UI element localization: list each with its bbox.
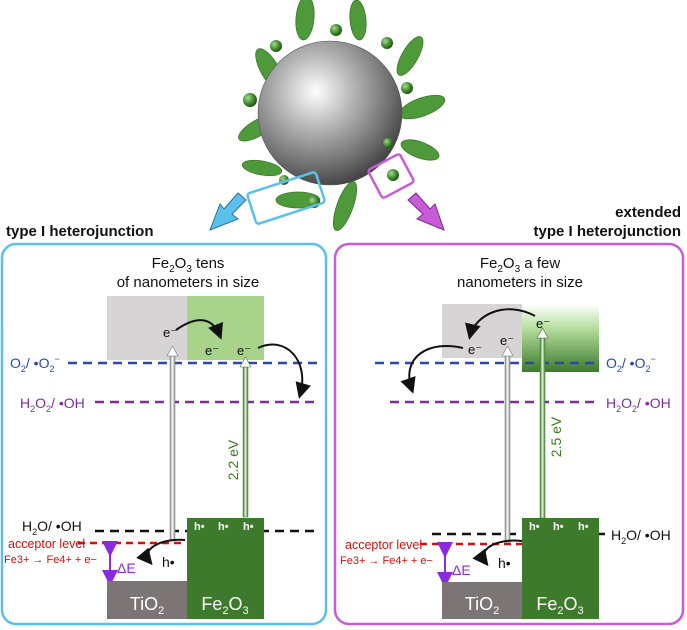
fe2o3-label-right: Fe2O3: [536, 594, 583, 617]
o2-reduction-arrow-right: [400, 344, 464, 394]
h2o2-label-left: H2O2/ •OH: [20, 395, 85, 414]
right-heading-line1: extended: [615, 204, 681, 221]
acceptor-label-left: acceptor level: [8, 537, 85, 551]
fe2o3-valence-band-left: [187, 518, 264, 619]
tio2-valence-band-left: [107, 581, 187, 619]
hole-left-3: h•: [243, 521, 254, 533]
acceptor-reaction-left: Fe3+ → Fe4+ + e−: [4, 554, 97, 566]
electron-right-fe: e⁻: [536, 316, 550, 331]
h2o-label-left: H2O/ •OH: [22, 518, 82, 537]
left-panel-title-line1: Fe2O3 tens: [152, 255, 225, 275]
tio2-label-left: TiO2: [130, 594, 164, 617]
electron-transfer-arrow-right: [465, 308, 536, 340]
left-panel-title-line2: of nanometers in size: [117, 274, 260, 291]
nanoparticle-illustration: [209, 0, 446, 231]
right-heading-line2: type I heterojunction: [533, 223, 681, 240]
electron-left-tio2: e⁻: [163, 325, 177, 340]
tio2-sphere: [257, 40, 403, 186]
arrow-to-right-panel: [407, 192, 445, 231]
tio2-valence-band-right: [442, 582, 522, 619]
fe2o3-nanodots: [243, 24, 413, 208]
o2-label-left: O2/ •O2−: [10, 354, 60, 374]
hole-right-3: h•: [578, 521, 589, 533]
delta-e-label-right: ΔE: [452, 562, 471, 578]
highlight-small-dot: [367, 153, 415, 199]
o2-label-right: O2/ •O2−: [606, 354, 656, 374]
fe2o3-valence-band-right: [522, 518, 599, 619]
tio2-label-right: TiO2: [465, 594, 499, 617]
hole-transfer-arrow-right: [472, 539, 523, 567]
fe2o3-excitation-tip-right: [536, 327, 549, 339]
fe2o3-label-left: Fe2O3: [201, 594, 248, 617]
right-panel-title-line2: nanometers in size: [457, 274, 583, 291]
electron-left-fe-1: e⁻: [205, 343, 219, 358]
o2-reduction-arrow-left: [257, 343, 311, 399]
hole-right-1: h•: [529, 521, 540, 533]
acceptor-reaction-right: Fe3+ → Fe4+ + e−: [340, 555, 433, 567]
hole-left-1: h•: [194, 521, 205, 533]
fe2o3-excitation-tip-left: [239, 356, 252, 368]
hole-right-tio2: h•: [498, 555, 511, 571]
fe2o3-excitation-tube-right: [539, 337, 546, 519]
arrow-to-left-panel: [209, 192, 247, 231]
electron-transfer-arrow-left: [175, 319, 223, 340]
hole-left-tio2: h•: [162, 554, 175, 570]
tio2-excitation-tube-right: [504, 355, 511, 543]
electron-right-tio2-1: e⁻: [468, 342, 482, 357]
right-panel-frame: [333, 242, 685, 626]
electron-left-fe-2: e⁻: [237, 343, 251, 358]
hole-left-2: h•: [218, 521, 229, 533]
tio2-excitation-tip-right: [501, 345, 514, 357]
left-panel-frame: [0, 242, 328, 626]
tio2-excitation-tip-left: [166, 345, 179, 357]
delta-e-label-left: ΔE: [117, 560, 136, 576]
left-panel: Fe2O3 tens of nanometers in size O2/ •O2…: [0, 242, 328, 626]
hole-right-2: h•: [553, 521, 564, 533]
acceptor-label-right: acceptor level: [345, 538, 422, 552]
fe2o3-conduction-band-left: [187, 296, 264, 360]
h2o2-label-right: H2O2/ •OH: [606, 395, 671, 414]
bandgap-label-right: 2.5 eV: [548, 416, 564, 457]
h2o-label-right: H2O/ •OH: [611, 527, 671, 546]
left-heading: type I heterojunction: [6, 223, 154, 240]
hole-transfer-arrow-left: [136, 538, 186, 566]
right-panel-title-line1: Fe2O3 a few: [480, 255, 560, 275]
electron-right-tio2-2: e⁻: [500, 333, 514, 348]
tio2-excitation-tube-left: [169, 355, 176, 542]
right-panel: Fe2O3 a few nanometers in size O2/ •O2− …: [333, 242, 685, 626]
highlight-large-platelet: [246, 171, 326, 225]
fe2o3-excitation-tube-left: [242, 366, 249, 518]
bandgap-label-left: 2.2 eV: [225, 439, 241, 480]
